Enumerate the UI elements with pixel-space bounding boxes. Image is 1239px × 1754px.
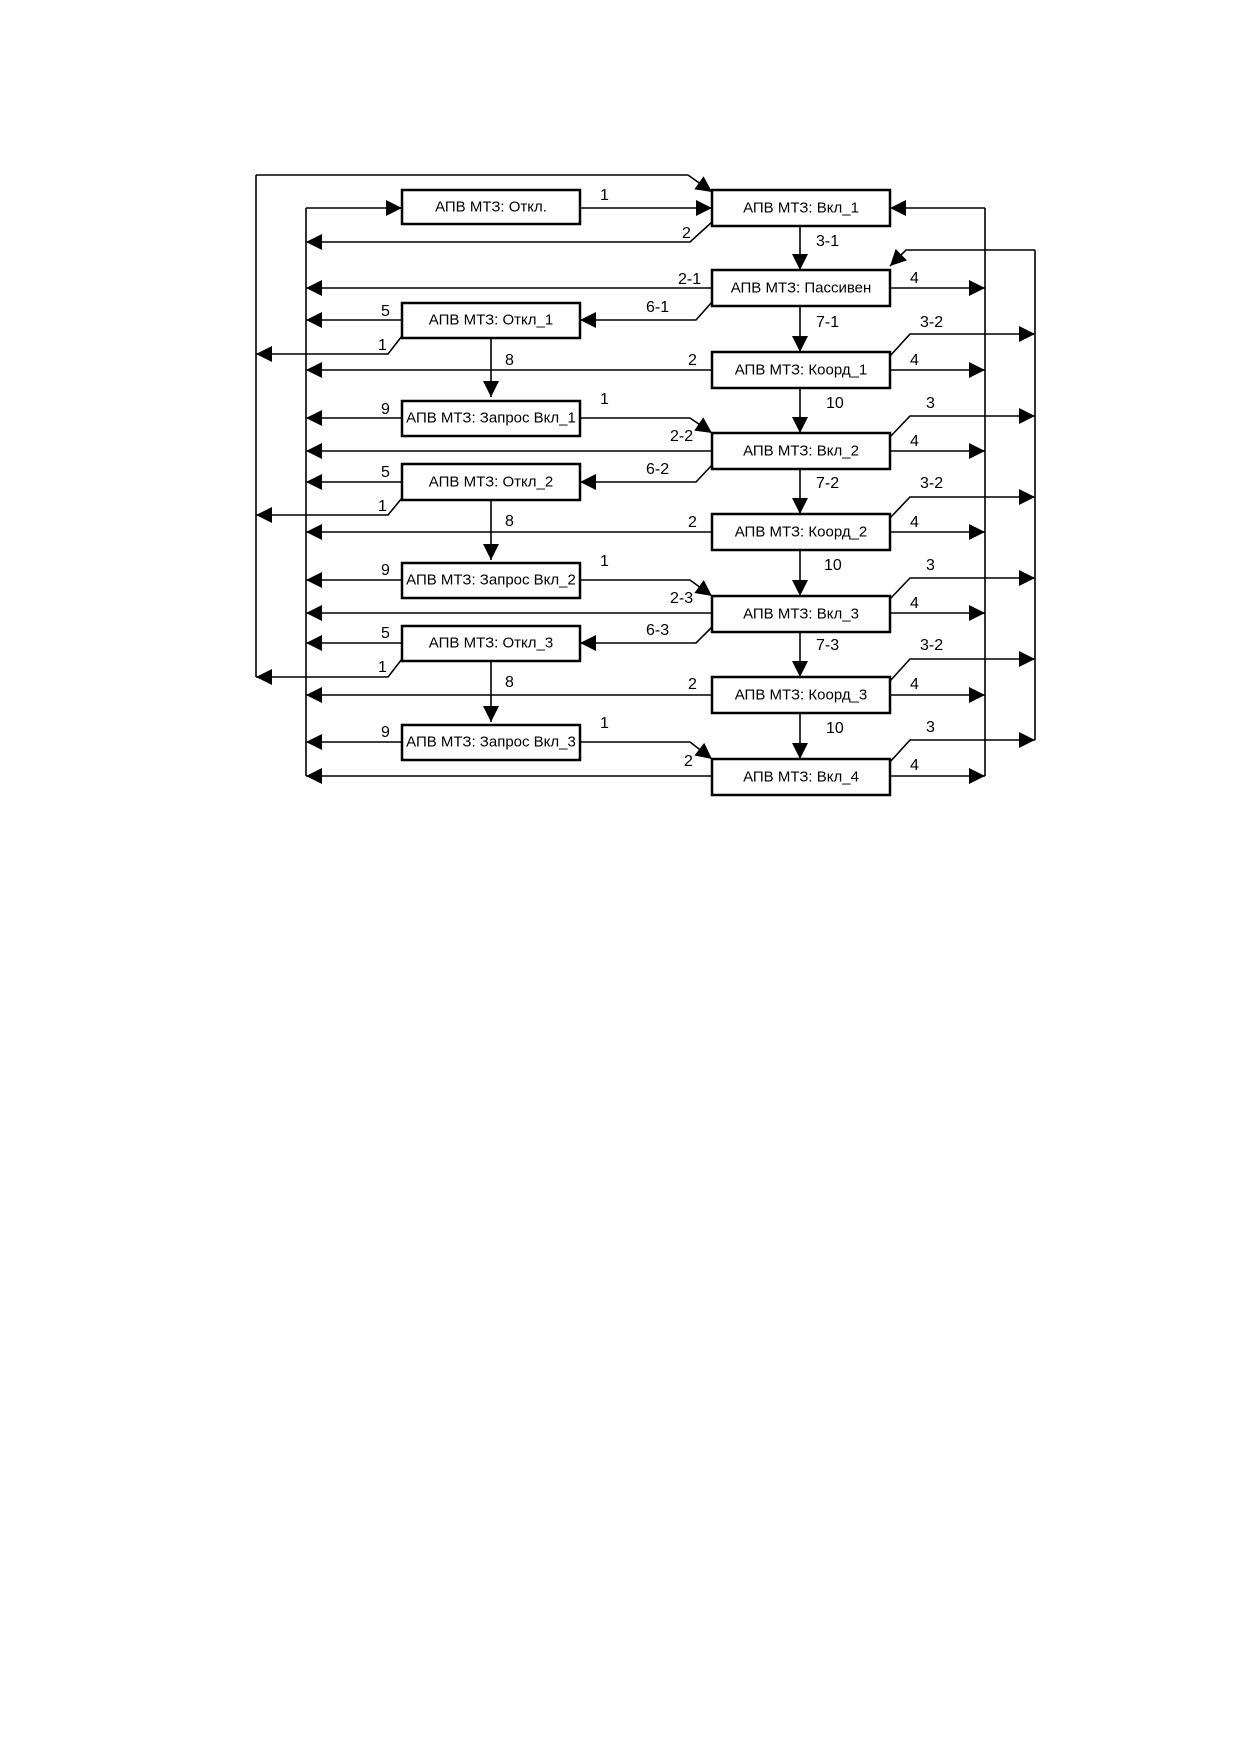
transition-label: 3 [926, 395, 935, 412]
transition-label: 10 [824, 557, 842, 574]
transition-label: 3 [926, 557, 935, 574]
box-koord-2: АПВ МТЗ: Коорд_2 [710, 512, 892, 552]
box-zapros-3: АПВ МТЗ: Запрос Вкл_3 [400, 723, 582, 762]
transition-label: 2 [688, 352, 697, 369]
transition-label: 2 [684, 753, 693, 770]
box-zapros-2: АПВ МТЗ: Запрос Вкл_2 [400, 561, 582, 600]
transition-label: 1 [600, 715, 609, 732]
transition-label: 1 [378, 337, 387, 354]
transition-label: 3 [926, 719, 935, 736]
transition-label: 9 [381, 724, 390, 741]
transition-label: 2 [688, 514, 697, 531]
transition-label: 1 [378, 659, 387, 676]
box-label: АПВ МТЗ: Откл_2 [429, 474, 553, 491]
box-koord-3: АПВ МТЗ: Коорд_3 [710, 675, 892, 715]
box-label: АПВ МТЗ: Откл_1 [429, 312, 553, 329]
transition-label: 5 [381, 464, 390, 481]
transition-label: 2-2 [670, 428, 693, 445]
box-otkl: АПВ МТЗ: Откл. [400, 188, 582, 226]
transition-label: 3-1 [816, 233, 839, 250]
box-vkl4: АПВ МТЗ: Вкл_4 [710, 757, 892, 797]
top-connections [256, 174, 1035, 267]
transition-label: 2-3 [670, 590, 693, 607]
level-3-lines [256, 635, 1035, 784]
box-vkl2: АПВ МТЗ: Вкл_2 [710, 431, 892, 471]
transition-label: 1 [600, 391, 609, 408]
transition-label: 4 [910, 514, 919, 531]
transition-label: 8 [505, 674, 514, 691]
box-label: АПВ МТЗ: Коорд_2 [735, 524, 868, 541]
box-label: АПВ МТЗ: Коорд_1 [735, 362, 868, 379]
box-label: АПВ МТЗ: Запрос Вкл_1 [406, 410, 576, 427]
transition-label: 8 [505, 352, 514, 369]
transition-label: 4 [910, 270, 919, 287]
transition-label: 7-2 [816, 475, 839, 492]
box-passiven: АПВ МТЗ: Пассивен [710, 268, 892, 308]
transition-label: 2 [682, 225, 691, 242]
transition-label: 1 [600, 187, 609, 204]
box-label: АПВ МТЗ: Вкл_1 [743, 200, 859, 217]
transition-label: 3-2 [920, 314, 943, 331]
box-label: АПВ МТЗ: Коорд_3 [735, 687, 868, 704]
transition-label: 9 [381, 562, 390, 579]
transition-label: 9 [381, 401, 390, 418]
box-zapros-1: АПВ МТЗ: Запрос Вкл_1 [400, 399, 582, 438]
transition-label: 1 [600, 553, 609, 570]
transition-label: 6-2 [646, 461, 669, 478]
box-otkl-1: АПВ МТЗ: Откл_1 [400, 301, 582, 340]
transition-label: 5 [381, 303, 390, 320]
transition-label: 1 [378, 498, 387, 515]
box-otkl-3: АПВ МТЗ: Откл_3 [400, 624, 582, 663]
transition-label: 10 [826, 720, 844, 737]
transition-label: 4 [910, 757, 919, 774]
box-label: АПВ МТЗ: Запрос Вкл_2 [406, 572, 576, 589]
box-vkl3: АПВ МТЗ: Вкл_3 [710, 594, 892, 634]
box-koord-1: АПВ МТЗ: Коорд_1 [710, 350, 892, 390]
box-label: АПВ МТЗ: Вкл_4 [743, 769, 859, 786]
transition-label: 8 [505, 513, 514, 530]
transition-label: 6-1 [646, 299, 669, 316]
transition-label: 2 [688, 676, 697, 693]
box-label: АПВ МТЗ: Запрос Вкл_3 [406, 734, 576, 751]
box-label: АПВ МТЗ: Откл. [435, 199, 547, 216]
level-1-lines [256, 312, 1035, 490]
transition-label: 6-3 [646, 622, 669, 639]
transition-label: 7-1 [816, 314, 839, 331]
transition-label: 4 [910, 433, 919, 450]
transition-label: 3-2 [920, 637, 943, 654]
transition-labels: 1 2 3-1 2-1 4 5 6-1 7-1 3-2 1 8 2 4 9 1 … [378, 187, 943, 774]
transition-label: 2-1 [678, 271, 701, 288]
transition-label: 3-2 [920, 475, 943, 492]
transition-label: 5 [381, 625, 390, 642]
box-label: АПВ МТЗ: Вкл_3 [743, 606, 859, 623]
box-otkl-2: АПВ МТЗ: Откл_2 [400, 462, 582, 502]
box-label: АПВ МТЗ: Откл_3 [429, 635, 553, 652]
box-label: АПВ МТЗ: Вкл_2 [743, 443, 859, 460]
transition-label: 10 [826, 395, 844, 412]
box-vkl1: АПВ МТЗ: Вкл_1 [710, 188, 892, 228]
passiven-row-lines [306, 280, 985, 328]
transition-label: 4 [910, 352, 919, 369]
transition-label: 4 [910, 595, 919, 612]
box-label: АПВ МТЗ: Пассивен [731, 280, 872, 297]
level-2-lines [256, 474, 1035, 651]
transition-label: 7-3 [816, 637, 839, 654]
transition-label: 4 [910, 676, 919, 693]
